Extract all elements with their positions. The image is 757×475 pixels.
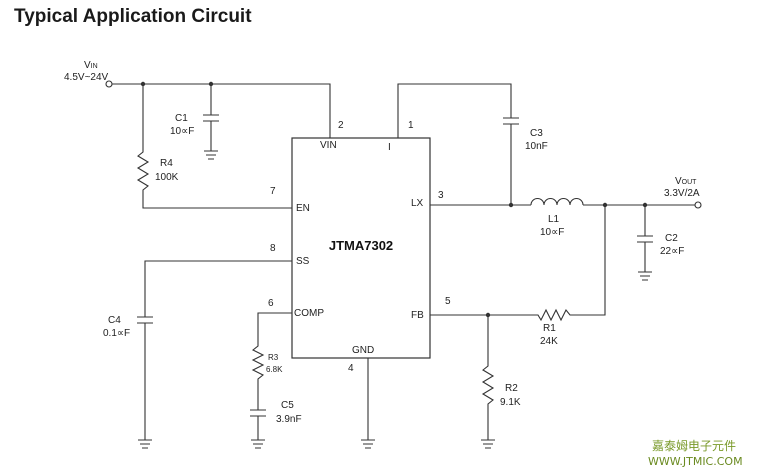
watermark-url: WWW.JTMIC.COM: [648, 455, 743, 468]
ground-symbol: [361, 439, 375, 449]
c2-value: 22∝F: [660, 246, 684, 257]
ground-symbol: [481, 439, 495, 449]
resistor-r1: [430, 205, 606, 322]
ground-symbol: [204, 150, 218, 160]
capacitor-c2: [637, 205, 653, 272]
r4-name: R4: [160, 158, 173, 169]
pin-number-i: 1: [408, 120, 414, 131]
r2-name: R2: [505, 383, 518, 394]
r3-name: R3: [268, 353, 279, 362]
c4-name: C4: [108, 315, 121, 326]
r2-value: 9.1K: [500, 397, 521, 408]
pin-number-lx: 3: [438, 190, 444, 201]
pin-number-vin: 2: [338, 120, 344, 131]
pin-number-en: 7: [270, 186, 276, 197]
c3-value: 10nF: [525, 141, 548, 152]
inductor-l1: [530, 197, 584, 206]
pin-label-vin: VIN: [320, 140, 337, 151]
pin-label-gnd: GND: [352, 345, 374, 356]
c1-value: 10∝F: [170, 126, 194, 137]
resistor-r4: [136, 84, 292, 209]
pin-label-i: I: [388, 142, 391, 153]
junction-dot: [508, 202, 514, 208]
ground-symbol: [138, 439, 152, 449]
pin-label-fb: FB: [411, 310, 424, 321]
pin-label-ss: SS: [296, 256, 310, 267]
pin-label-lx: LX: [411, 198, 424, 209]
c2-name: C2: [665, 233, 678, 244]
r4-value: 100K: [155, 172, 179, 183]
l1-name: L1: [548, 214, 560, 225]
capacitor-c3: [397, 83, 519, 205]
capacitor-c4: [137, 260, 292, 440]
page-title: Typical Application Circuit: [14, 6, 252, 27]
watermark-chinese: 嘉泰姆电子元件: [652, 439, 736, 453]
pin-label-comp: COMP: [294, 308, 324, 319]
r3-value: 6.8K: [266, 365, 283, 374]
vin-terminal: [105, 80, 113, 88]
vout-label: VOUT: [675, 176, 697, 187]
pin-label-en: EN: [296, 203, 310, 214]
pin-number-comp: 6: [268, 298, 274, 309]
ic-name: JTMA7302: [329, 238, 393, 253]
r1-value: 24K: [540, 336, 558, 347]
c5-name: C5: [281, 400, 294, 411]
ground-symbol: [251, 439, 265, 449]
r1-name: R1: [543, 323, 556, 334]
ground-symbol: [638, 271, 652, 281]
c3-name: C3: [530, 128, 543, 139]
c4-value: 0.1∝F: [103, 328, 130, 339]
pin-number-gnd: 4: [348, 363, 354, 374]
ic-body: [291, 137, 431, 359]
c1-name: C1: [175, 113, 188, 124]
pin-number-fb: 5: [445, 296, 451, 307]
resistor-r2: [481, 315, 495, 440]
l1-value: 10∝F: [540, 227, 564, 238]
capacitor-c1: [203, 84, 219, 151]
vout-rating: 3.3V/2A: [664, 188, 700, 199]
wire-vin-rail: [112, 83, 331, 138]
vin-range: 4.5V~24V: [64, 72, 109, 83]
vout-terminal: [694, 201, 702, 209]
comp-network: [250, 312, 292, 440]
pin-number-ss: 8: [270, 243, 276, 254]
c5-value: 3.9nF: [276, 414, 302, 425]
vin-label: VIN: [84, 60, 98, 71]
